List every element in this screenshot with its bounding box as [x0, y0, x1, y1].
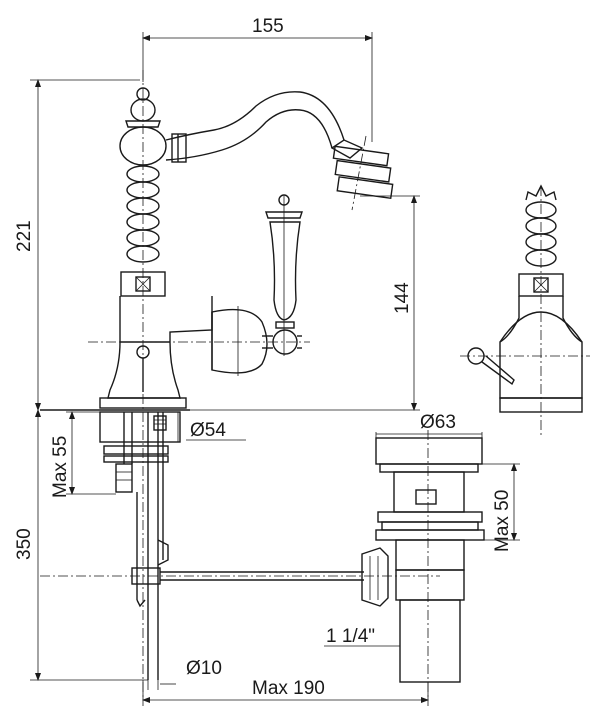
faucet-front-view	[40, 70, 440, 700]
waste-flange	[375, 437, 483, 465]
mounting-block	[99, 411, 181, 443]
finial-collar	[125, 120, 161, 128]
body-lower	[107, 296, 213, 399]
dim-waste-thread: 1 1/4"	[326, 626, 375, 647]
dim-rod-diameter: Ø10	[186, 658, 222, 679]
dim-max-thickness: Max 55	[50, 436, 71, 498]
dimension-lines	[30, 32, 520, 706]
finial-knob	[136, 87, 150, 101]
dim-height-144: 144	[392, 282, 413, 314]
base-plate	[99, 397, 187, 409]
dim-waste-diameter: Ø63	[420, 412, 456, 433]
shank-nut	[115, 463, 133, 493]
lever-handle	[262, 194, 303, 356]
dim-max-reach: Max 190	[252, 678, 325, 699]
faucet-side-view	[460, 184, 590, 436]
spout	[165, 91, 394, 211]
dimension-labels: 155 221 144 Ø54 Max 55 350 Ø63 Max 50 1 …	[14, 16, 513, 699]
popup-waste	[361, 430, 485, 700]
valve-hub	[211, 308, 268, 374]
dim-waste-height: Max 50	[492, 490, 513, 552]
body-band	[120, 271, 166, 297]
dim-rod-length-350: 350	[14, 528, 35, 560]
shank-washer	[103, 445, 169, 455]
waste-tail	[399, 599, 461, 683]
body-upper-bulb	[119, 126, 167, 166]
dim-width-155: 155	[252, 16, 284, 37]
dim-base-diameter: Ø54	[190, 420, 226, 441]
dim-height-221: 221	[14, 220, 35, 252]
body-rings	[126, 165, 160, 263]
waste-pivot-nut	[361, 547, 389, 607]
